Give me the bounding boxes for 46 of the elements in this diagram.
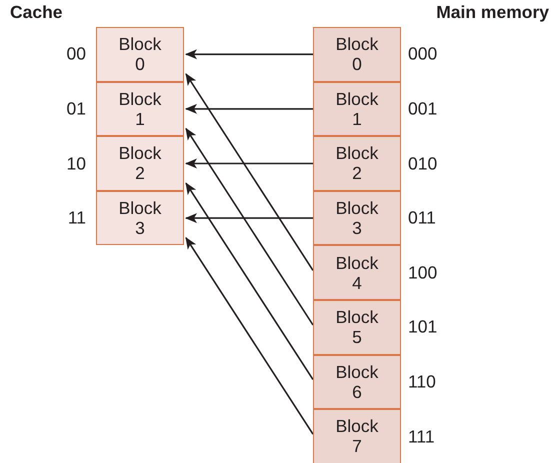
arrow [185,182,314,380]
block-label: Block 7 [334,416,380,456]
address-label: 10 [66,153,86,174]
address-label: 000 [408,44,438,65]
address-label: 011 [408,208,436,229]
memory-block [313,300,401,355]
memory-block [313,245,401,300]
cache-block [96,27,184,82]
block-label: Block 2 [334,143,380,184]
arrow [185,213,313,224]
block-label: Block 6 [334,362,380,402]
block-label: Block 0 [334,34,380,74]
block-label: Block 0 [118,34,162,74]
arrow [185,104,313,114]
address-label: 01 [66,98,86,120]
address-label: 00 [66,44,86,65]
memory-block [313,27,401,82]
cache-block [96,136,184,191]
address-label: 001 [408,98,438,120]
address-label: 111 [408,426,435,447]
address-label: 101 [408,316,438,338]
memory-block [313,409,401,463]
address-label: 11 [66,208,86,229]
block-label: Block 4 [334,252,380,293]
block-label: Block 1 [334,88,380,129]
arrow [185,236,314,435]
arrow [185,158,313,168]
block-label: Block 1 [118,88,162,129]
memory-block [313,190,401,246]
address-label: 100 [408,262,438,284]
block-label: Block 5 [334,307,380,348]
cache-block [96,190,184,246]
address-label: 110 [408,371,436,392]
block-label: Block 3 [118,198,162,238]
block-label: Block 2 [118,143,162,184]
column-heading: Cache [10,2,63,23]
address-label: 010 [408,153,438,174]
memory-block [313,136,401,191]
memory-block [313,82,401,136]
arrow [185,73,314,271]
arrow [185,128,314,326]
arrow [185,49,313,60]
column-heading: Main memory [436,2,549,23]
block-label: Block 3 [334,198,380,238]
cache-block [96,82,184,136]
memory-block [313,354,401,410]
